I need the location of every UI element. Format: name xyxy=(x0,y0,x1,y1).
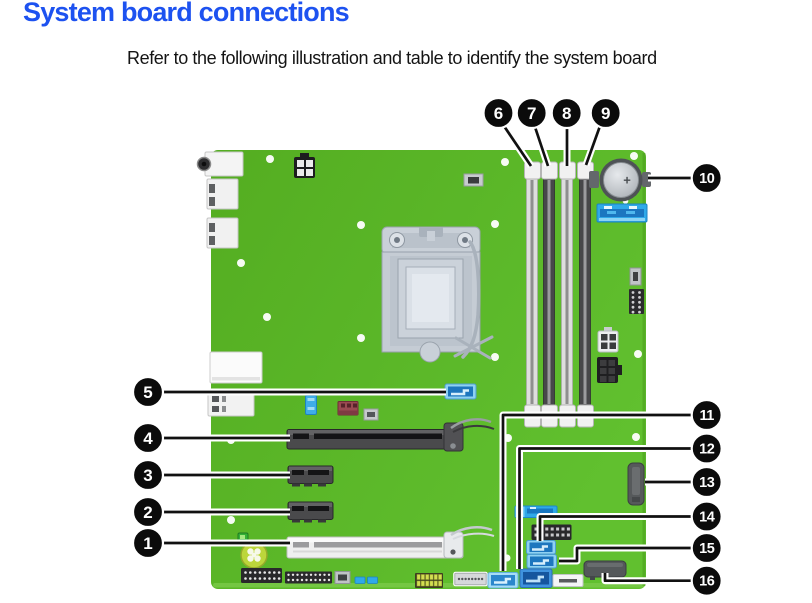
battery-plus-label: + xyxy=(623,173,631,188)
callout-12-label: 12 xyxy=(699,442,715,458)
callout-1-label: 1 xyxy=(143,534,152,553)
dimm-slot-2 xyxy=(543,175,555,409)
callout-2: 2 xyxy=(131,495,165,529)
callout-11-label: 11 xyxy=(700,408,715,424)
pcie-x16-slot-white xyxy=(286,526,495,559)
pcie-x1-slot-upper xyxy=(287,465,334,487)
m2-connector xyxy=(627,462,645,506)
callout-16-label: 16 xyxy=(699,574,715,590)
blue-header-right xyxy=(596,203,648,223)
callout-13-label: 13 xyxy=(699,475,715,491)
rear-io-usb-stack xyxy=(207,391,255,417)
callout-14-label: 14 xyxy=(699,510,715,526)
maroon-header-mid xyxy=(337,401,359,416)
callout-2-label: 2 xyxy=(143,503,152,522)
yellow-pin-header xyxy=(415,573,443,588)
callout-1: 1 xyxy=(131,526,165,560)
sata-port-14 xyxy=(526,540,556,555)
cpu-socket xyxy=(381,226,494,363)
callout-4-label: 4 xyxy=(143,429,153,448)
sata-port-dark-blue xyxy=(519,568,553,588)
callout-8: 8 xyxy=(550,96,583,130)
callout-10-label: 10 xyxy=(699,171,715,187)
page-title: System board connections xyxy=(23,0,350,27)
dimm-slot-4 xyxy=(579,175,591,409)
callout-9: 9 xyxy=(589,96,622,130)
callout-8-label: 8 xyxy=(562,104,571,123)
callout-3: 3 xyxy=(131,458,165,492)
blue-jumpers-bottom xyxy=(354,576,378,584)
black-6pin-connector xyxy=(597,357,622,383)
fan-header xyxy=(463,173,484,187)
sata-port-15 xyxy=(526,554,557,569)
callout-12: 12 xyxy=(690,432,723,465)
sata-connector-5 xyxy=(444,383,477,400)
callout-6-label: 6 xyxy=(494,104,503,123)
callout-markers: 1 2 3 4 5 6 7 xyxy=(131,96,723,597)
callout-9-label: 9 xyxy=(601,104,610,123)
callout-13: 13 xyxy=(690,465,723,499)
callout-14: 14 xyxy=(690,500,723,533)
callout-15: 15 xyxy=(690,531,723,565)
callout-7: 7 xyxy=(515,96,548,130)
gray-connector-right xyxy=(629,267,642,286)
callout-16: 16 xyxy=(690,564,723,597)
callout-lines xyxy=(163,124,692,585)
pin-header-row xyxy=(285,571,332,584)
rear-io-usb-upper xyxy=(206,178,239,210)
callout-7-label: 7 xyxy=(527,104,536,123)
callout-5-label: 5 xyxy=(143,383,152,402)
pin-header-2x5 xyxy=(629,289,644,314)
front-panel-header xyxy=(241,568,282,583)
callout-11: 11 xyxy=(690,398,723,432)
dimm-slot-1 xyxy=(526,175,538,409)
gray-connector-bottom-left xyxy=(334,571,351,584)
gray-connector-mid xyxy=(363,408,379,421)
callout-10: 10 xyxy=(690,161,723,195)
cpu-power-connector xyxy=(294,153,315,178)
callout-15-label: 15 xyxy=(699,541,715,557)
callout-4: 4 xyxy=(131,421,165,455)
callout-5: 5 xyxy=(131,375,165,409)
callout-3-label: 3 xyxy=(143,466,152,485)
rear-io-usb-lower xyxy=(206,217,239,249)
dark-connector-16 xyxy=(583,560,627,580)
intro-text: Refer to the following illustration and … xyxy=(127,48,657,68)
sata-port-light-blue xyxy=(487,572,519,589)
blue-jumper-mid xyxy=(305,395,317,415)
pcie-x16-slot-black xyxy=(286,418,495,452)
pcie-x1-slot-lower xyxy=(287,501,334,523)
dimm-slot-3 xyxy=(561,175,573,409)
callout-6: 6 xyxy=(482,96,515,130)
gray-pinned-connector-bottom xyxy=(453,571,488,587)
white-4pin-connector xyxy=(597,327,619,353)
rear-io-audio xyxy=(196,151,244,177)
dimm-latches-top xyxy=(524,161,594,180)
rear-io-ethernet xyxy=(209,351,263,384)
white-connector-bottom xyxy=(552,574,584,587)
